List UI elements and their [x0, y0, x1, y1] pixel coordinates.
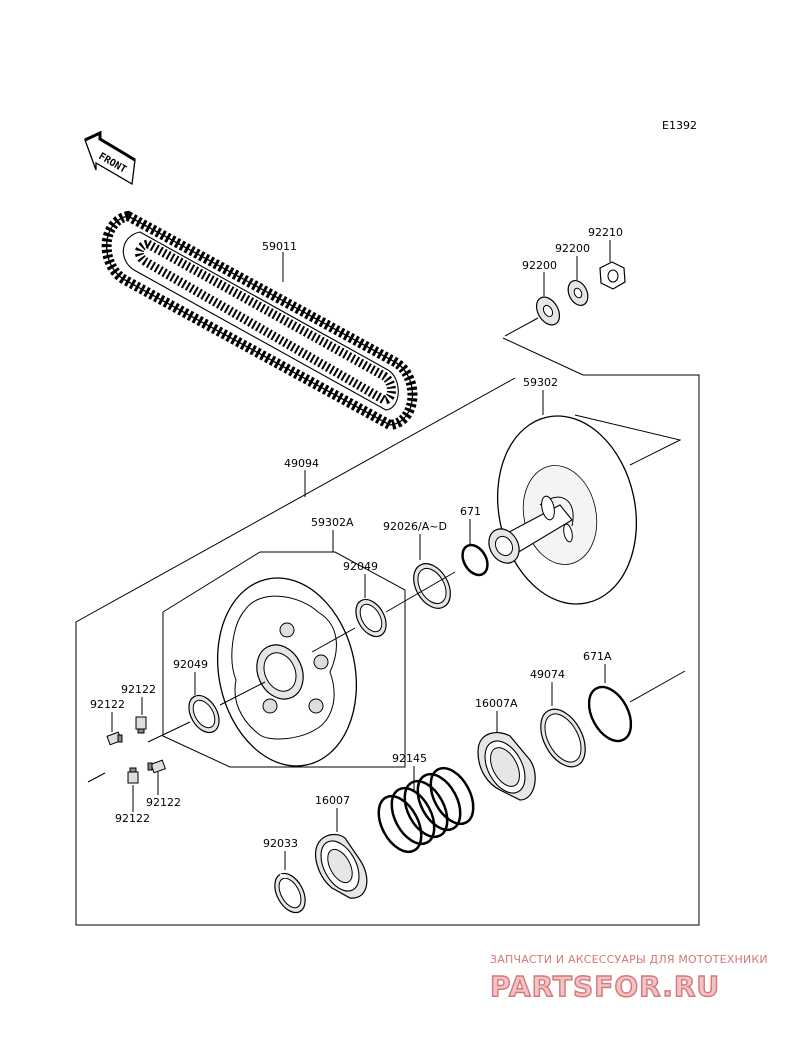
oring-671A [587, 685, 633, 743]
label-92122-d: 92122 [115, 812, 150, 825]
sheave-59302 [488, 415, 638, 605]
spring-holder-16007A [477, 732, 536, 801]
label-49074: 49074 [530, 668, 565, 681]
bushing-92049-a [355, 598, 387, 638]
shim-92026 [413, 563, 451, 609]
label-59011: 59011 [262, 240, 297, 253]
diagram-code: E1392 [662, 119, 697, 132]
label-92049-b: 92049 [173, 658, 208, 671]
label-92200-a: 92200 [522, 259, 557, 272]
oring-671 [461, 543, 489, 577]
label-671: 671 [460, 505, 481, 518]
watermark-subtitle: ЗАПЧАСТИ И АКСЕССУАРЫ ДЛЯ МОТОТЕХНИКИ [490, 953, 768, 966]
label-92049-a: 92049 [343, 560, 378, 573]
grease-nipple-92122-a [135, 716, 147, 734]
spring-92145 [377, 766, 475, 854]
label-671A: 671A [583, 650, 612, 663]
grease-nipple-92122-b [106, 731, 123, 746]
label-92145: 92145 [392, 752, 427, 765]
label-16007: 16007 [315, 794, 350, 807]
washer-92200-a [535, 296, 561, 326]
grease-nipple-92122-d [127, 767, 139, 784]
washer-92200-b [567, 280, 589, 306]
front-arrow-icon: FRONT [84, 130, 136, 186]
drive-belt [101, 210, 418, 431]
label-92122-b: 92122 [90, 698, 125, 711]
label-92033: 92033 [263, 837, 298, 850]
label-92200-b: 92200 [555, 242, 590, 255]
label-59302: 59302 [523, 376, 558, 389]
label-49094: 49094 [284, 457, 319, 470]
collar-16007 [315, 833, 368, 899]
label-92026: 92026/A~D [383, 520, 447, 533]
label-16007A: 16007A [475, 697, 518, 710]
snap-ring-92033 [274, 872, 306, 914]
label-59302A: 59302A [311, 516, 354, 529]
label-92122-c: 92122 [146, 796, 181, 809]
grease-nipple-92122-c [147, 759, 166, 774]
seal-49074 [540, 708, 586, 768]
nut-92210 [599, 261, 626, 290]
label-92210: 92210 [588, 226, 623, 239]
assembly-49094-outline [75, 337, 700, 926]
subassembly-59302A-outline [162, 551, 406, 768]
watermark-brand: PARTSFOR.RU [490, 970, 720, 1003]
bushing-92049-b [188, 694, 220, 734]
movable-sheave-59302A [216, 577, 358, 767]
label-92122-a: 92122 [121, 683, 156, 696]
